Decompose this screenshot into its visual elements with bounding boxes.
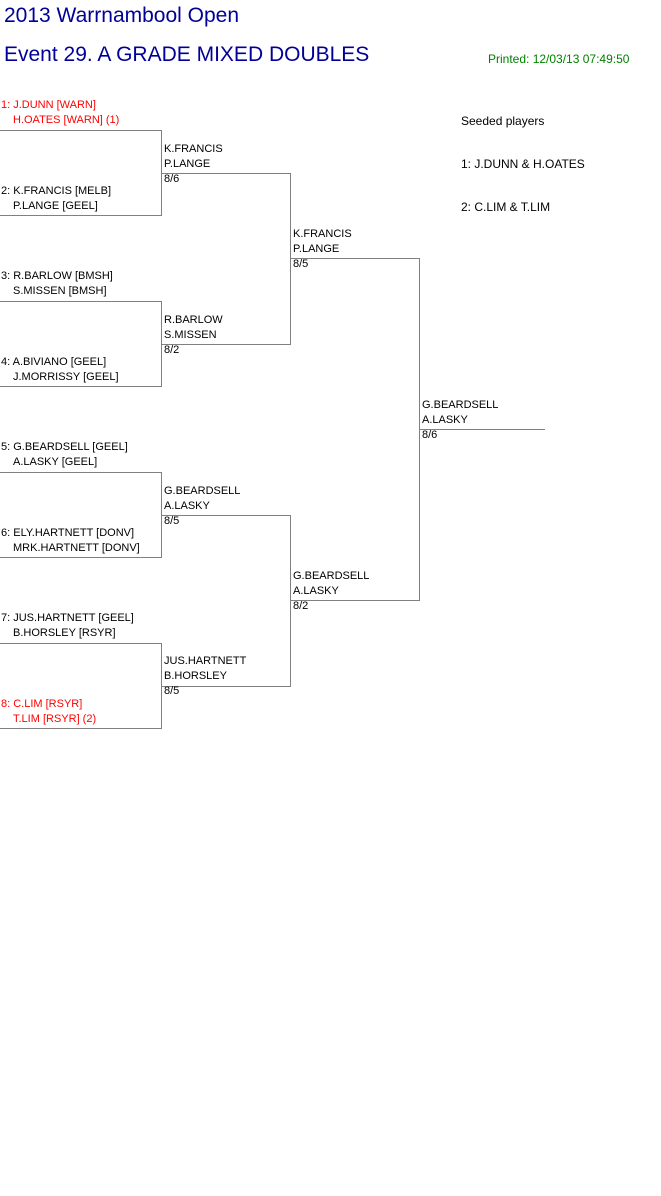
r2-entry-2-line1: R.BARLOW <box>164 314 223 326</box>
r2-entry-4-line2: B.HORSLEY <box>164 670 227 682</box>
r1-entry-2-line1: 2: K.FRANCIS [MELB] <box>1 185 112 197</box>
sf-entry-1-line1: K.FRANCIS <box>293 228 352 240</box>
r1-entry-3-line2: S.MISSEN [BMSH] <box>13 285 107 297</box>
r2-entry-1-line <box>161 173 290 174</box>
sf-entry-1-score: 8/5 <box>293 258 309 270</box>
r2-entry-3-line <box>161 515 290 516</box>
r1-entry-4-line2: J.MORRISSY [GEEL] <box>13 371 119 383</box>
r1-entry-5-line <box>0 472 161 473</box>
r1-entry-6-line1: 6: ELY.HARTNETT [DONV] <box>1 527 135 539</box>
r1-entry-7-line <box>0 643 161 644</box>
r1-entry-1-line <box>0 130 161 131</box>
r1-entry-6-line <box>0 557 161 558</box>
r1-entry-6-line2: MRK.HARTNETT [DONV] <box>13 542 140 554</box>
sf-entry-2-line1: G.BEARDSELL <box>293 570 370 582</box>
r1-entry-5-line2: A.LASKY [GEEL] <box>13 456 98 468</box>
r1-entry-1-line1: 1: J.DUNN [WARN] <box>1 99 96 111</box>
r2-entry-2-line <box>161 344 290 345</box>
r2-entry-1-line1: K.FRANCIS <box>164 143 223 155</box>
r1-entry-4-line <box>0 386 161 387</box>
r1-entry-2-line <box>0 215 161 216</box>
r2-entry-4-score: 8/5 <box>164 685 180 697</box>
r1-entry-7-line2: B.HORSLEY [RSYR] <box>13 627 116 639</box>
r2-entry-1-line2: P.LANGE <box>164 158 211 170</box>
r1-entry-7-line1: 7: JUS.HARTNETT [GEEL] <box>1 612 134 624</box>
r2-entry-3-line2: A.LASKY <box>164 500 210 512</box>
tournament-title: 2013 Warrnambool Open <box>4 4 240 27</box>
r1-entry-5-line1: 5: G.BEARDSELL [GEEL] <box>1 441 128 453</box>
r1-entry-8-line1: 8: C.LIM [RSYR] <box>1 698 83 710</box>
sf-entry-2-score: 8/2 <box>293 600 309 612</box>
r1-entry-8-line <box>0 728 161 729</box>
r1-entry-8-line2: T.LIM [RSYR] (2) <box>13 713 97 725</box>
printed-timestamp: Printed: 12/03/13 07:49:50 <box>488 52 630 66</box>
sf-entry-2-line2: A.LASKY <box>293 585 339 597</box>
r2-entry-2-line2: S.MISSEN <box>164 329 217 341</box>
final-line <box>419 429 545 430</box>
r2-entry-2-score: 8/2 <box>164 344 180 356</box>
final-line2: A.LASKY <box>422 414 468 426</box>
seeded-players-title: Seeded players <box>461 114 545 128</box>
r1-entry-3-line <box>0 301 161 302</box>
r2-match-2-connector <box>290 515 291 687</box>
sf-entry-2-line <box>290 600 419 601</box>
r2-match-1-connector <box>290 173 291 345</box>
r1-entry-1-line2: H.OATES [WARN] (1) <box>13 114 120 126</box>
r2-entry-4-line1: JUS.HARTNETT <box>164 655 247 667</box>
sf-entry-1-line <box>290 258 419 259</box>
final-score: 8/6 <box>422 429 438 441</box>
sf-entry-1-line2: P.LANGE <box>293 243 340 255</box>
final-line1: G.BEARDSELL <box>422 399 499 411</box>
event-title: Event 29. A GRADE MIXED DOUBLES <box>4 43 370 66</box>
r2-entry-3-line1: G.BEARDSELL <box>164 485 241 497</box>
r2-entry-3-score: 8/5 <box>164 515 180 527</box>
r1-entry-2-line2: P.LANGE [GEEL] <box>13 200 98 212</box>
seed-1: 1: J.DUNN & H.OATES <box>461 157 585 171</box>
r2-entry-4-line <box>161 686 290 687</box>
r1-entry-4-line1: 4: A.BIVIANO [GEEL] <box>1 356 107 368</box>
r1-entry-3-line1: 3: R.BARLOW [BMSH] <box>1 270 113 282</box>
r2-entry-1-score: 8/6 <box>164 173 180 185</box>
seed-2: 2: C.LIM & T.LIM <box>461 200 551 214</box>
